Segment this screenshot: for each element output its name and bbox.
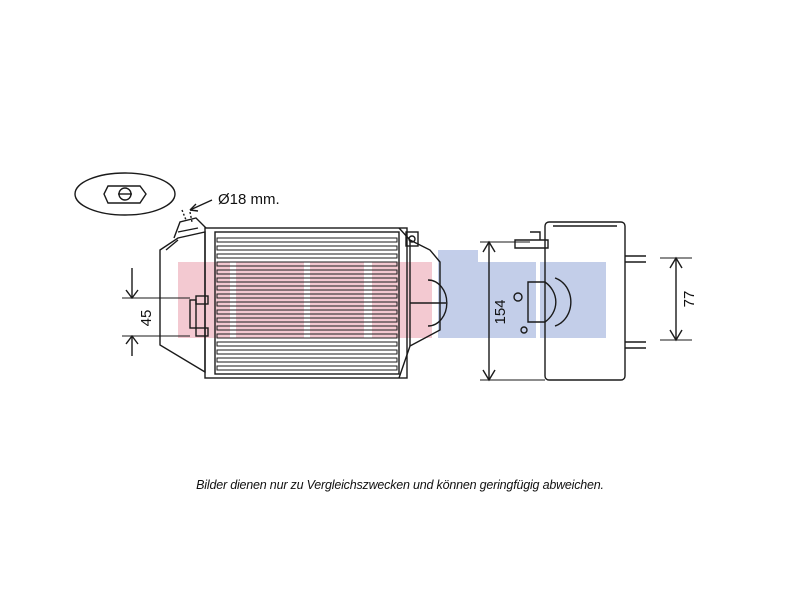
fin-row	[216, 285, 398, 291]
core-fins	[216, 237, 398, 371]
fin-row	[216, 365, 398, 371]
dimension-45	[122, 268, 190, 356]
fin-row	[216, 301, 398, 307]
dimension-154	[480, 240, 545, 382]
dim-45-label: 45	[138, 310, 155, 327]
fin-row	[216, 317, 398, 323]
dimension-77	[660, 256, 692, 342]
dim-154-label: 154	[492, 299, 509, 324]
intercooler-front-view	[159, 217, 448, 379]
disclaimer-caption: Bilder dienen nur zu Vergleichszwecken u…	[196, 478, 604, 492]
fin-row	[216, 293, 398, 299]
fin-row	[216, 253, 398, 259]
pipe-diameter-label: Ø18 mm.	[218, 191, 280, 208]
intercooler-side-view	[513, 221, 646, 381]
fin-row	[216, 333, 398, 339]
fin-row	[216, 277, 398, 283]
fin-row	[216, 357, 398, 363]
pipe-leader-arrow	[181, 199, 213, 223]
fin-row	[216, 325, 398, 331]
fin-row	[216, 245, 398, 251]
fin-row	[216, 269, 398, 275]
fin-row	[216, 237, 398, 243]
fin-row	[216, 261, 398, 267]
flange-detail	[74, 172, 176, 216]
fin-row	[216, 341, 398, 347]
fin-row	[216, 309, 398, 315]
fin-row	[216, 349, 398, 355]
dim-77-label: 77	[681, 291, 698, 308]
